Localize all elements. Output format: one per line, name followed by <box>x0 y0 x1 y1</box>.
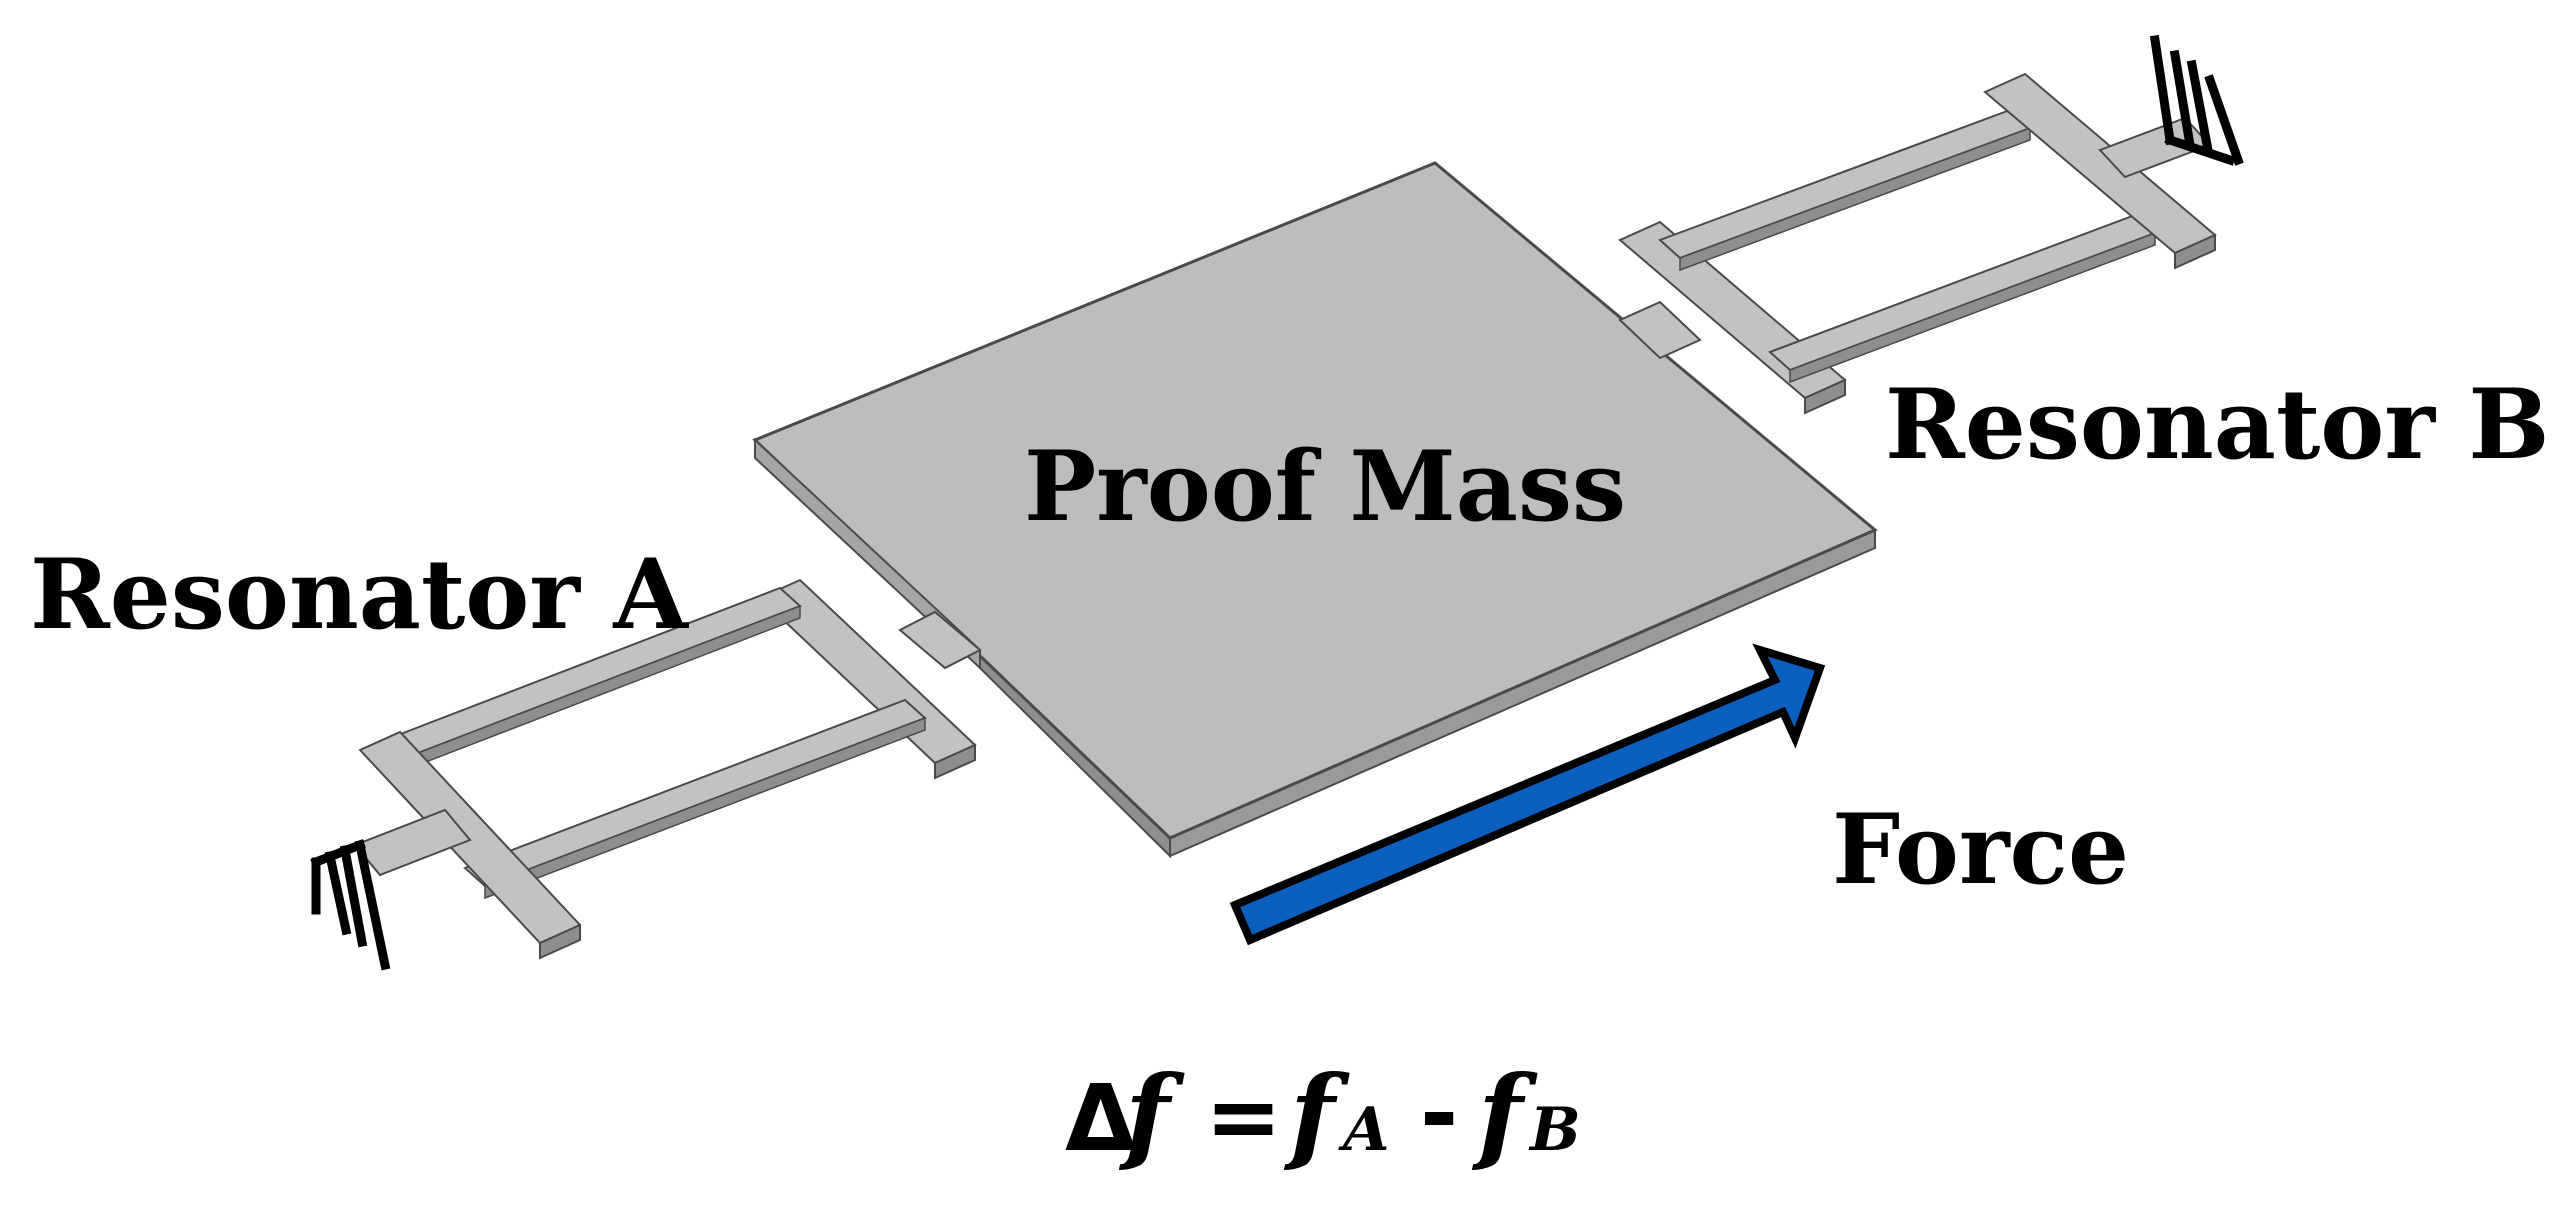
equation-delta: Δ <box>1065 1065 1136 1172</box>
resonator-a-label: Resonator A <box>30 538 689 651</box>
resonator-b-connector <box>1618 300 1702 360</box>
equation-fa: f <box>1283 1052 1350 1175</box>
equation-sub-b: B <box>1528 1095 1581 1165</box>
equation-fb: f <box>1471 1052 1538 1175</box>
frequency-difference-equation: Δ f = f A - f B <box>1065 1052 1581 1175</box>
equation-equals: = <box>1205 1063 1282 1170</box>
force-arrow-icon <box>1229 643 1826 946</box>
resonator-a-structure <box>353 578 982 960</box>
proof-mass-side-left <box>754 437 981 671</box>
equation-minus: - <box>1420 1060 1458 1167</box>
equation-f: f <box>1118 1052 1185 1175</box>
proof-mass-top <box>752 161 1878 840</box>
resonator-b-tine-upper <box>1658 108 2032 260</box>
anchor-a-icon <box>310 839 391 971</box>
force-label: Force <box>1832 793 2129 906</box>
resonator-b-structure <box>1618 72 2217 415</box>
resonator-b-label: Resonator B <box>1885 368 2549 481</box>
equation-sub-a: A <box>1338 1095 1390 1165</box>
proof-mass <box>752 161 1878 859</box>
resonator-b-tine-lower <box>1768 213 2157 372</box>
proof-mass-label: Proof Mass <box>1024 430 1626 543</box>
resonator-a-tine-lower <box>463 698 927 888</box>
resonator-a-stub <box>353 808 472 877</box>
anchor-b-icon <box>2149 34 2244 166</box>
resonator-a-connector <box>898 610 982 670</box>
